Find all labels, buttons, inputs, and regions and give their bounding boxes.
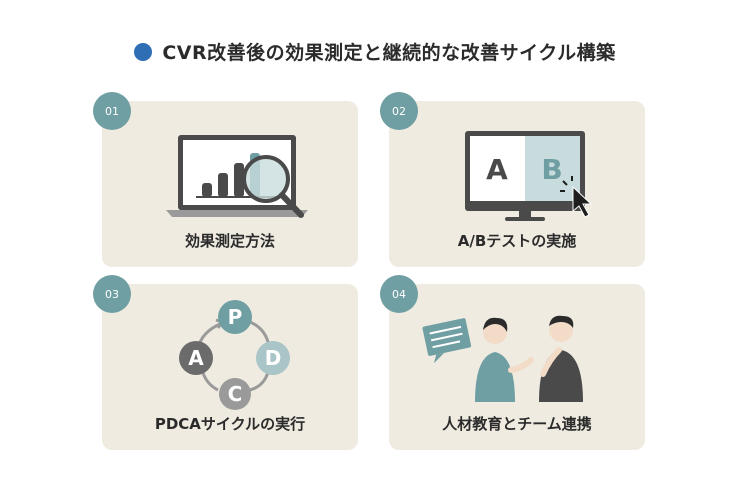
- card-number-badge: 04: [380, 275, 418, 313]
- card-team: 04 人材教育とチーム連携: [380, 275, 645, 450]
- card-number-badge: 02: [380, 92, 418, 130]
- card-label: PDCAサイクルの実行: [154, 415, 306, 433]
- card-number-badge: 03: [93, 275, 131, 313]
- pdca-cycle-icon: P D C A: [179, 300, 290, 410]
- team-discussion-icon: [422, 315, 583, 402]
- page-title: CVR改善後の効果測定と継続的な改善サイクル構築: [162, 42, 616, 64]
- card-label: 人材教育とチーム連携: [442, 415, 592, 433]
- pdca-a: A: [188, 346, 204, 370]
- card-pdca: P D C A 03 PDCAサイクルの実行: [93, 275, 358, 450]
- page-header: CVR改善後の効果測定と継続的な改善サイクル構築: [0, 38, 750, 65]
- card-label: 効果測定方法: [184, 232, 275, 250]
- pdca-p: P: [228, 305, 243, 329]
- ab-monitor-icon: A B: [465, 131, 593, 221]
- card-label: A/Bテストの実施: [457, 232, 577, 250]
- ab-label-a: A: [486, 153, 508, 186]
- card-number-badge: 01: [93, 92, 131, 130]
- card-ab-test: A B 02 A/Bテストの実施: [380, 92, 645, 267]
- laptop-chart-magnifier-icon: [166, 135, 308, 218]
- card-measurement: 01 効果測定方法: [93, 92, 358, 267]
- pdca-c: C: [228, 382, 243, 406]
- ab-label-b: B: [541, 153, 562, 186]
- pdca-d: D: [265, 346, 282, 370]
- title-bullet-icon: [134, 42, 153, 61]
